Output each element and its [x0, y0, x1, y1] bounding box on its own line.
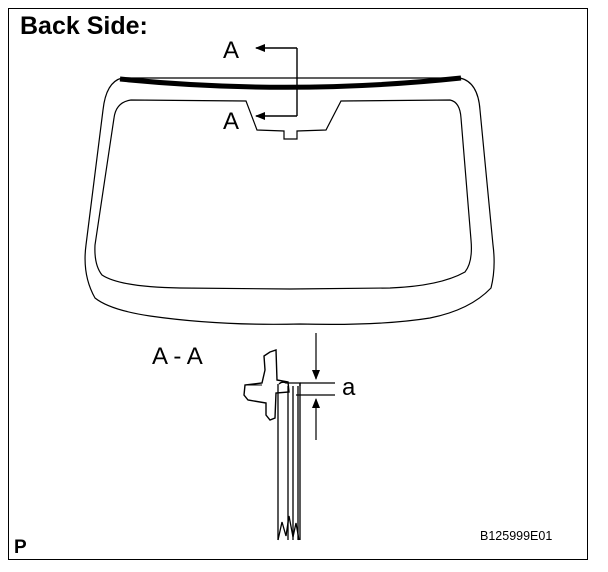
molding-clip-section [243, 349, 290, 421]
section-marker-bottom: A [223, 108, 239, 135]
glass-section [277, 381, 301, 541]
windshield-inner-edge [94, 99, 472, 290]
top-molding [119, 75, 462, 90]
windshield-outer-edge [84, 77, 495, 325]
corner-label: P [14, 537, 27, 558]
diagram-title: Back Side: [20, 12, 148, 40]
section-view-label: A - A [152, 343, 203, 370]
figure-code: B125999E01 [480, 529, 553, 543]
section-marker-top: A [223, 37, 239, 64]
section-line-a-a [255, 44, 298, 120]
dimension-a [296, 333, 335, 440]
dimension-a-label: a [342, 374, 356, 401]
